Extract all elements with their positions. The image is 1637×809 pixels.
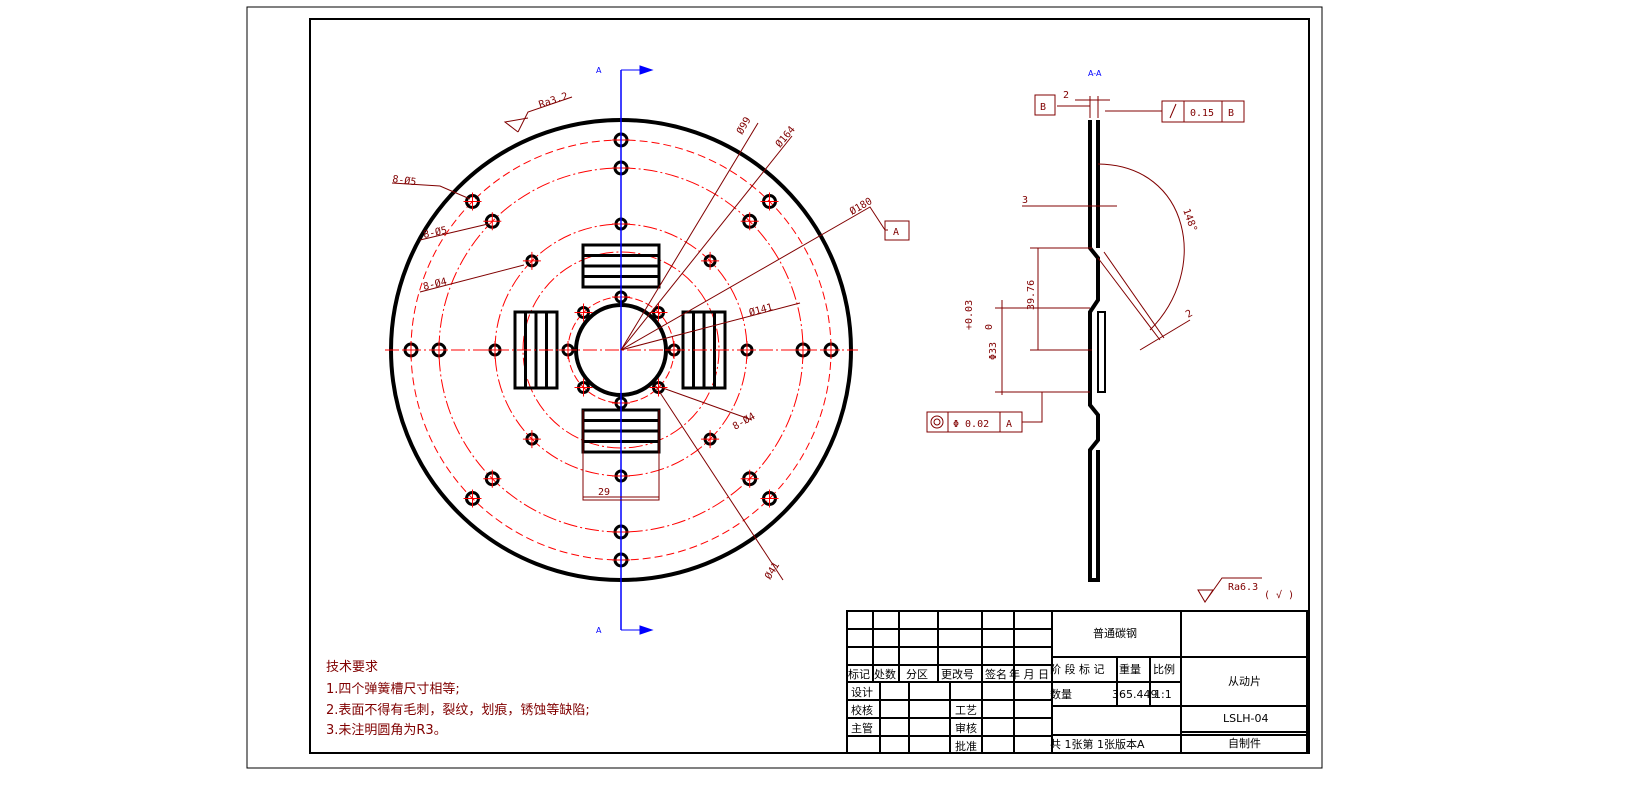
- hole-centermark: [760, 192, 779, 211]
- sheet-info: 共 1张第 1张版本A: [1050, 737, 1145, 751]
- make-type: 自制件: [1228, 737, 1261, 750]
- hole-centermark: [649, 303, 668, 322]
- header-change: 更改号: [941, 667, 974, 681]
- dim-bore-tol-upper: +0.03: [964, 300, 975, 330]
- dim-bore: Φ33: [988, 342, 999, 360]
- dim-holes-second: 8-Ø5: [422, 224, 448, 241]
- datum-b-label: B: [1040, 102, 1046, 113]
- hole-centermark: [483, 212, 502, 231]
- coax-value: Φ 0.02: [953, 419, 989, 430]
- roughness-rest-mark: ( √ ): [1264, 589, 1294, 601]
- approve-label: 批准: [955, 739, 977, 753]
- datum-a-box: [884, 220, 910, 241]
- review-label: 审核: [955, 721, 977, 735]
- section-label-bottom: A: [596, 626, 602, 635]
- weight-label: 重量: [1119, 662, 1141, 676]
- header-date: 年 月 日: [1009, 667, 1049, 681]
- header-mark: 标记: [848, 667, 870, 681]
- hole-centermark: [701, 430, 720, 449]
- coaxiality-frame: Φ 0.02 A: [926, 411, 1023, 433]
- hole-centermark: [463, 192, 482, 211]
- hole-centermark: [574, 378, 593, 397]
- hole-centermark: [740, 469, 759, 488]
- runout-value: 0.15: [1190, 108, 1214, 119]
- dim-d99: Ø99: [734, 115, 753, 137]
- dim-holes-outer: 8-Ø5: [392, 173, 418, 188]
- requirements-title: 技术要求: [326, 660, 378, 675]
- roughness-rest: Ra6.3: [1228, 582, 1258, 593]
- section-label-top: A: [596, 66, 602, 75]
- scale-value: 1:1: [1154, 688, 1172, 701]
- hole-centermark: [740, 212, 759, 231]
- requirement-2: 2.表面不得有毛刺，裂纹，划痕，锈蚀等缺陷;: [326, 702, 590, 718]
- requirement-1: 1.四个弹簧槽尺寸相等;: [326, 681, 460, 697]
- dim-holes-third: 8-Ø4: [422, 275, 448, 292]
- drawing-number: LSLH-04: [1223, 712, 1268, 725]
- header-zone: 分区: [906, 668, 928, 681]
- requirement-3: 3.未注明圆角为R3。: [326, 723, 447, 738]
- dim-slot-width: 29: [598, 487, 610, 498]
- section-arrows: [621, 65, 654, 635]
- part-name: 从动片: [1228, 675, 1261, 688]
- roughness-label: Ra3.2: [538, 91, 570, 111]
- dim-bend: 2: [1184, 308, 1195, 321]
- title-block: [846, 610, 1308, 754]
- datum-b-box: [1034, 94, 1056, 116]
- section-view: A-A B 2 3 148° 2 39.76 Φ33 +0.03 0 0.15 …: [926, 69, 1294, 603]
- hole-centermark: [649, 378, 668, 397]
- hole-centermark: [522, 251, 541, 270]
- dim-bore-tol-lower: 0: [984, 324, 995, 330]
- runout-frame: 0.15 B: [1161, 100, 1245, 123]
- role-manager: 主管: [851, 721, 873, 735]
- runout-icon: [1169, 103, 1177, 119]
- hole-centermark: [760, 489, 779, 508]
- stage-mark-label: 阶 段 标 记: [1050, 662, 1105, 676]
- dim-d180: Ø180: [848, 195, 875, 217]
- scale-label: 比例: [1153, 662, 1175, 676]
- coax-datum: A: [1006, 419, 1012, 430]
- roughness-symbol: [1197, 577, 1262, 603]
- dim-thickness: 2: [1063, 90, 1069, 101]
- front-view: A A Ra3.2 8-Ø5 8-Ø5 8-Ø4 8-Ø4 Ø99 Ø164 Ø…: [385, 65, 910, 635]
- process-label: 工艺: [955, 704, 977, 717]
- section-view-title: A-A: [1088, 69, 1102, 78]
- dim-d41: Ø41: [762, 560, 782, 582]
- hole-centermark: [483, 469, 502, 488]
- title-block-text: 标记 处数 分区 更改号 签名 年 月 日 设计 校核 主管 工艺 审核 批准 …: [848, 626, 1268, 753]
- material: 普通碳钢: [1093, 626, 1137, 640]
- spring-slots: [513, 243, 727, 454]
- dim-d141: Ø141: [748, 301, 774, 319]
- quantity-label: 数量: [1050, 688, 1072, 701]
- weight-value: 365.449: [1112, 688, 1158, 701]
- role-check: 校核: [851, 703, 873, 717]
- hole-centermark: [701, 251, 720, 270]
- header-count: 处数: [874, 668, 896, 681]
- dim-angle: 148°: [1180, 207, 1199, 233]
- datum-a-label: A: [893, 227, 899, 238]
- header-sign: 签名: [985, 667, 1007, 681]
- dim-39-76: 39.76: [1026, 280, 1037, 310]
- coaxiality-icon: [930, 415, 944, 429]
- hole-centermark: [522, 430, 541, 449]
- role-design: 设计: [851, 686, 873, 699]
- sheet-border: [246, 6, 1323, 769]
- dim-offset-3: 3: [1022, 195, 1028, 206]
- hole-centermark: [463, 489, 482, 508]
- hole-centermark: [574, 303, 593, 322]
- runout-datum: B: [1228, 108, 1234, 119]
- frame-border: [309, 18, 1310, 754]
- technical-requirements: 技术要求 1.四个弹簧槽尺寸相等; 2.表面不得有毛刺，裂纹，划痕，锈蚀等缺陷;…: [326, 660, 590, 738]
- dim-d164: Ø164: [773, 124, 798, 150]
